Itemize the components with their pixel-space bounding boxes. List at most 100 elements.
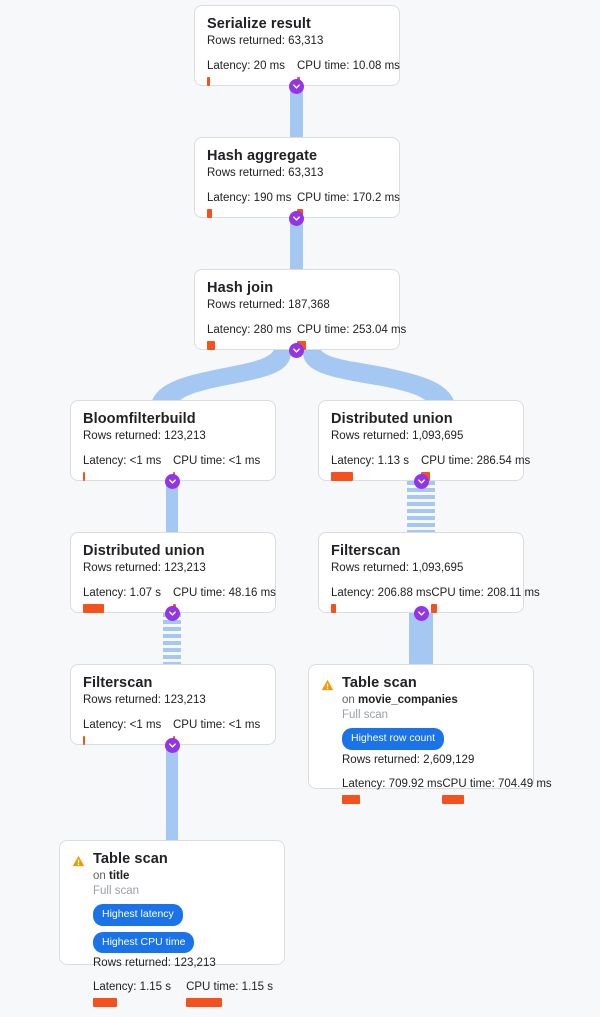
badge-highest-row-count[interactable]: Highest row count (342, 728, 445, 750)
node-filterscan-right[interactable]: Filterscan Rows returned: 1,093,695 Late… (318, 532, 540, 613)
rows-returned: Rows returned: 1,093,695 (331, 430, 464, 442)
on-prefix: on (93, 870, 109, 882)
node-header: Hash aggregate Rows returned: 63,313 (207, 148, 387, 181)
node-title: Distributed union (331, 411, 453, 427)
cpu-metric: CPU time: 704.49 ms (442, 777, 552, 804)
latency-label: Latency: 1.07 s (83, 587, 161, 599)
node-metrics: Latency: 1.15 s CPU time: 1.15 s (93, 980, 273, 1007)
rows-returned: Rows returned: 123,213 (83, 694, 206, 706)
node-header: Distributed union Rows returned: 1,093,6… (331, 411, 511, 444)
badge-highest-latency[interactable]: Highest latency (93, 904, 183, 926)
cpu-metric: CPU time: 10.08 ms (297, 59, 400, 86)
latency-bar (207, 77, 210, 86)
cpu-time-bar (431, 604, 438, 613)
collapse-handle-distributed-union-left[interactable] (165, 606, 180, 621)
cpu-time-label: CPU time: 208.11 ms (431, 587, 540, 599)
node-serialize-result[interactable]: Serialize result Rows returned: 63,313 L… (194, 5, 400, 86)
table-name: movie_companies (358, 694, 458, 706)
edge-bloomfilterbuild-to-distributed-union (166, 481, 178, 538)
node-filterscan-left[interactable]: Filterscan Rows returned: 123,213 Latenc… (70, 664, 276, 745)
node-table-reference: on movie_companies (342, 693, 521, 708)
collapse-handle-filterscan-left[interactable] (165, 738, 180, 753)
latency-metric: Latency: 709.92 ms (342, 777, 442, 804)
node-metrics: Latency: <1 ms CPU time: <1 ms (83, 454, 263, 481)
node-header: Filterscan Rows returned: 123,213 (83, 675, 263, 708)
latency-bar (83, 736, 85, 745)
latency-bar (331, 472, 353, 481)
latency-bar (83, 472, 85, 481)
latency-label: Latency: 206.88 ms (331, 587, 432, 599)
edge-distributed-union-to-filterscan-right (407, 481, 435, 538)
rows-returned: Rows returned: 63,313 (207, 35, 324, 47)
node-metrics: Latency: 190 ms CPU time: 170.2 ms (207, 191, 400, 218)
warning-triangle-icon (72, 854, 85, 872)
latency-metric: Latency: <1 ms (83, 718, 173, 745)
edge-hash-aggregate-to-hash-join (290, 218, 303, 274)
rows-returned: Rows returned: 2,609,129 (342, 753, 475, 766)
latency-metric: Latency: 190 ms (207, 191, 297, 218)
node-bloomfilterbuild[interactable]: Bloomfilterbuild Rows returned: 123,213 … (70, 400, 276, 481)
node-metrics: Latency: 1.13 s CPU time: 286.54 ms (331, 454, 530, 481)
node-table-scan-title[interactable]: Table scan on title Full scan Highest la… (59, 840, 285, 1007)
node-table-scan-movie-companies[interactable]: Table scan on movie_companies Full scan … (308, 664, 552, 804)
collapse-handle-hash-join[interactable] (289, 343, 304, 358)
collapse-handle-bloomfilterbuild[interactable] (165, 474, 180, 489)
badge-highest-cpu-time[interactable]: Highest CPU time (93, 931, 195, 953)
node-title: Filterscan (331, 543, 401, 559)
rows-returned: Rows returned: 123,213 (83, 562, 206, 574)
latency-label: Latency: 20 ms (207, 60, 285, 72)
node-distributed-union-right[interactable]: Distributed union Rows returned: 1,093,6… (318, 400, 530, 481)
cpu-metric: CPU time: 208.11 ms (431, 586, 540, 613)
cpu-time-label: CPU time: 704.49 ms (442, 777, 552, 790)
cpu-time-label: CPU time: 48.16 ms (173, 587, 276, 599)
node-metrics: Latency: 20 ms CPU time: 10.08 ms (207, 59, 400, 86)
cpu-time-bar (186, 998, 223, 1007)
node-metrics: Latency: 1.07 s CPU time: 48.16 ms (83, 586, 276, 613)
scan-type: Full scan (93, 885, 140, 897)
rows-returned: Rows returned: 63,313 (207, 167, 324, 179)
edge-filterscan-to-table-scan-left (166, 745, 178, 847)
latency-bar (331, 604, 336, 613)
latency-label: Latency: 709.92 ms (342, 777, 443, 790)
latency-bar (207, 209, 212, 218)
node-distributed-union-left[interactable]: Distributed union Rows returned: 123,213… (70, 532, 276, 613)
latency-bar (207, 341, 215, 350)
collapse-handle-filterscan-right[interactable] (414, 606, 429, 621)
latency-metric: Latency: 20 ms (207, 59, 297, 86)
node-header: Bloomfilterbuild Rows returned: 123,213 (83, 411, 263, 444)
node-header: Serialize result Rows returned: 63,313 (207, 16, 387, 49)
cpu-metric: CPU time: <1 ms (173, 718, 263, 745)
node-header: Hash join Rows returned: 187,368 (207, 280, 387, 313)
node-hash-aggregate[interactable]: Hash aggregate Rows returned: 63,313 Lat… (194, 137, 400, 218)
cpu-time-label: CPU time: 170.2 ms (297, 192, 400, 204)
node-hash-join[interactable]: Hash join Rows returned: 187,368 Latency… (194, 269, 406, 350)
collapse-handle-hash-aggregate[interactable] (289, 211, 304, 226)
cpu-time-label: CPU time: 286.54 ms (421, 455, 531, 467)
latency-metric: Latency: 280 ms (207, 323, 297, 350)
cpu-metric: CPU time: 286.54 ms (421, 454, 530, 481)
node-title: Bloomfilterbuild (83, 411, 196, 427)
node-title: Serialize result (207, 16, 311, 32)
node-title: Hash join (207, 280, 274, 296)
edge-filterscan-to-table-scan-right (409, 613, 433, 670)
cpu-metric: CPU time: 1.15 s (186, 980, 276, 1007)
latency-bar (83, 604, 104, 613)
cpu-time-label: CPU time: 253.04 ms (297, 324, 407, 336)
warning-triangle-icon (321, 678, 334, 696)
node-table-reference: on title (93, 869, 272, 884)
rows-returned: Rows returned: 123,213 (83, 430, 206, 442)
collapse-handle-distributed-union-right[interactable] (414, 474, 429, 489)
latency-metric: Latency: <1 ms (83, 454, 173, 481)
cpu-time-label: CPU time: 10.08 ms (297, 60, 400, 72)
node-header: Distributed union Rows returned: 123,213 (83, 543, 263, 576)
latency-bar (342, 794, 360, 804)
node-badges: Highest latency Highest CPU time (93, 904, 272, 953)
collapse-handle-serialize-result[interactable] (289, 79, 304, 94)
latency-label: Latency: 190 ms (207, 192, 292, 204)
edge-serialize-to-hash-aggregate (290, 86, 303, 142)
latency-metric: Latency: 1.15 s (93, 980, 186, 1007)
node-title: Distributed union (83, 543, 205, 559)
latency-label: Latency: 280 ms (207, 324, 292, 336)
latency-label: Latency: <1 ms (83, 719, 162, 731)
